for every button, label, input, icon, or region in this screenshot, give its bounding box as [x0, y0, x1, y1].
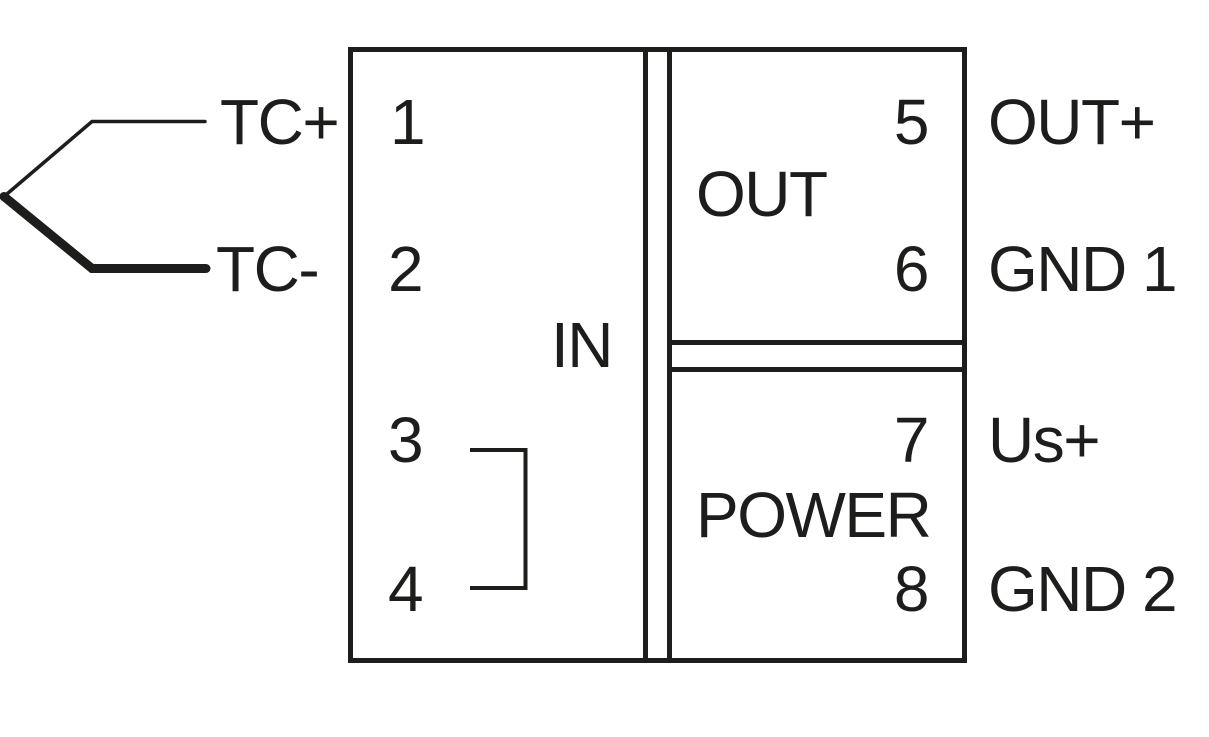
terminal-5-signal-label: OUT+ — [988, 86, 1156, 158]
terminal-7-signal-label: Us+ — [988, 404, 1101, 476]
tc-plus-label: TC+ — [220, 86, 340, 158]
power-section-label: POWER — [696, 479, 932, 551]
terminal-5-number: 5 — [893, 86, 930, 158]
thermocouple-icon-tc-plus-wire — [2, 119, 207, 199]
tc-minus-label: TC- — [216, 233, 320, 305]
input-section-label: IN — [551, 309, 614, 381]
terminal-8-number: 8 — [893, 553, 930, 625]
jumper-terminal-3-4 — [470, 448, 528, 590]
module-outline — [348, 47, 967, 663]
terminal-6-signal-label: GND 1 — [988, 233, 1178, 305]
terminal-7-number: 7 — [893, 404, 930, 476]
output-section-label: OUT — [696, 158, 828, 230]
terminal-1-number: 1 — [390, 86, 426, 158]
terminal-3-number: 3 — [388, 404, 424, 476]
thermocouple-icon-tc-minus-wire — [0, 192, 211, 273]
terminal-2-number: 2 — [388, 233, 424, 305]
terminal-6-number: 6 — [893, 233, 930, 305]
terminal-4-number: 4 — [388, 553, 424, 625]
terminal-8-signal-label: GND 2 — [988, 553, 1178, 625]
